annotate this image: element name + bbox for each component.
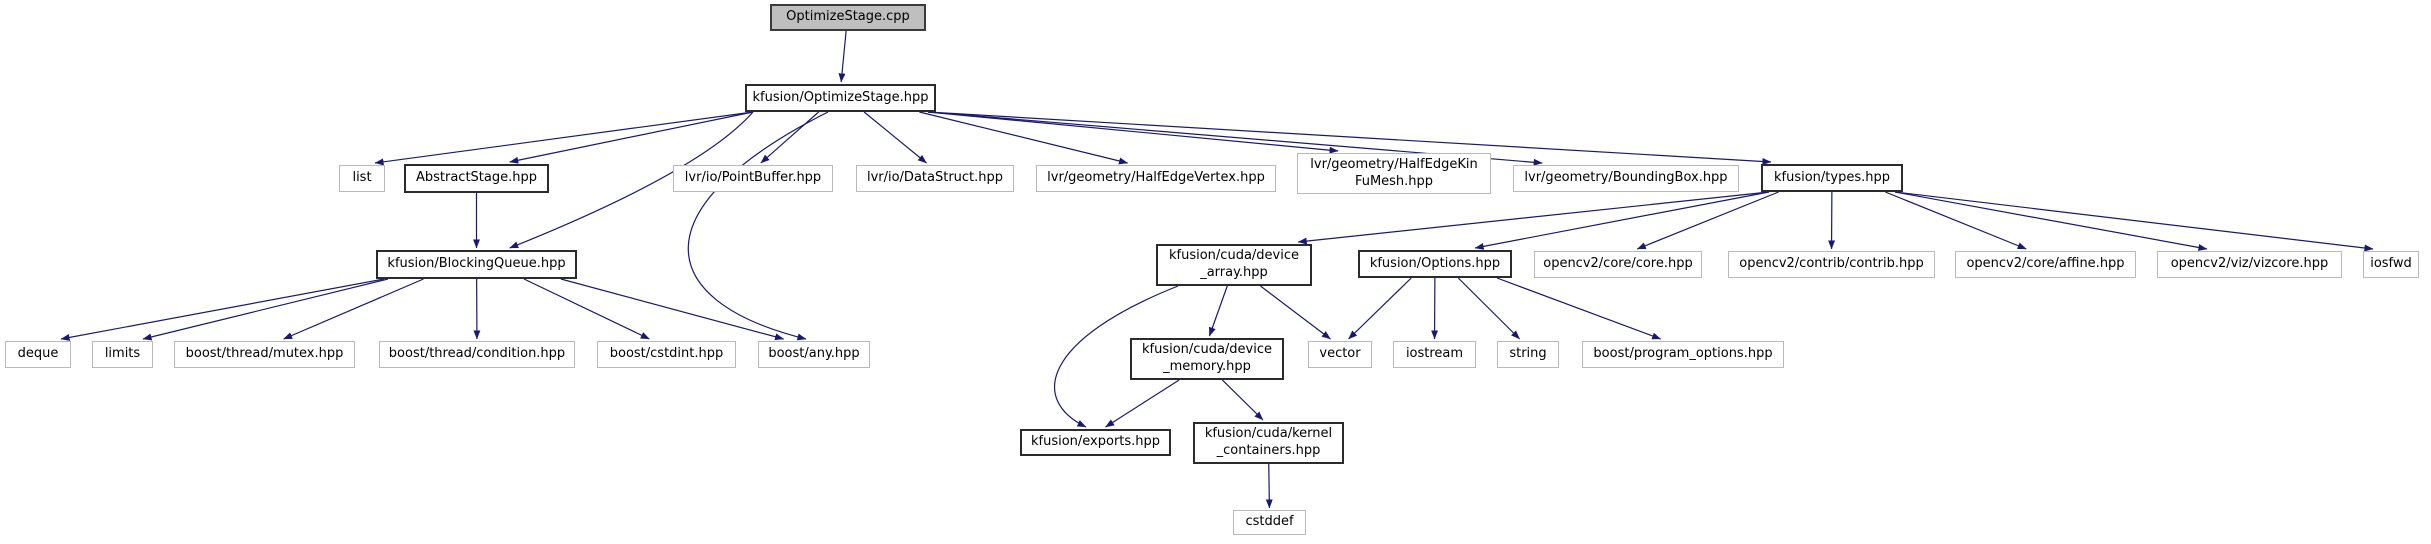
graph-node-any: boost/any.hpp: [758, 341, 870, 368]
graph-node-kernel_containers[interactable]: kfusion/cuda/kernel _containers.hpp: [1193, 422, 1344, 464]
graph-node-blockingqueue[interactable]: kfusion/BlockingQueue.hpp: [376, 250, 577, 279]
edge-types-to-iosfwd: [1894, 191, 2374, 252]
edge-types-to-options: [1474, 191, 1770, 250]
edge-options-to-string: [1457, 277, 1521, 340]
edge-optimizestage_hpp-to-halfedgekinfumesh: [927, 111, 1339, 154]
graph-node-core_core: opencv2/core/core.hpp: [1534, 251, 1702, 278]
graph-node-iostream: iostream: [1393, 341, 1476, 368]
graph-node-vector: vector: [1308, 341, 1372, 368]
graph-node-cstdint: boost/cstdint.hpp: [597, 341, 736, 368]
edge-optimizestage_hpp-to-blockingqueue: [509, 111, 754, 249]
graph-node-abstractstage[interactable]: AbstractStage.hpp: [404, 164, 549, 193]
edge-device_memory-to-kernel_containers: [1221, 379, 1264, 421]
graph-node-device_array[interactable]: kfusion/cuda/device _array.hpp: [1156, 244, 1312, 286]
graph-node-mutex: boost/thread/mutex.hpp: [174, 341, 355, 368]
edge-types-to-core_core: [1636, 191, 1779, 250]
graph-node-optimizestage_hpp[interactable]: kfusion/OptimizeStage.hpp: [745, 84, 936, 112]
edge-optimizestage_hpp-to-datastruct: [863, 111, 927, 164]
graph-node-exports[interactable]: kfusion/exports.hpp: [1020, 429, 1171, 456]
graph-node-types[interactable]: kfusion/types.hpp: [1761, 164, 1903, 192]
edge-device_array-to-exports: [1053, 285, 1179, 428]
edge-device_array-to-device_memory: [1208, 285, 1228, 337]
edge-optimizestage_hpp-to-pointbuffer: [760, 111, 820, 164]
graph-node-cstddef: cstddef: [1233, 510, 1306, 535]
edge-blockingqueue-to-cstdint: [523, 278, 650, 340]
graph-node-deque: deque: [5, 341, 71, 368]
graph-node-vizcore: opencv2/viz/vizcore.hpp: [2157, 251, 2342, 278]
edge-kernel_containers-to-cstddef: [1265, 463, 1273, 509]
graph-node-device_memory[interactable]: kfusion/cuda/device _memory.hpp: [1130, 338, 1284, 380]
graph-node-halfedgevertex: lvr/geometry/HalfEdgeVertex.hpp: [1036, 165, 1276, 192]
graph-node-iosfwd: iosfwd: [2363, 251, 2419, 278]
graph-node-program_options: boost/program_options.hpp: [1582, 341, 1784, 368]
edge-optimizestage_hpp-to-list: [374, 111, 754, 166]
edge-optimizestage_cpp-to-optimizestage_hpp: [838, 30, 847, 83]
edge-options-to-vector: [1348, 277, 1412, 340]
edge-types-to-vizcore: [1894, 191, 2208, 251]
edge-device_array-to-vector: [1260, 285, 1331, 340]
graph-node-optimizestage_cpp: OptimizeStage.cpp: [770, 4, 926, 31]
graph-node-affine: opencv2/core/affine.hpp: [1955, 251, 2136, 278]
edge-optimizestage_hpp-to-abstractstage: [509, 111, 754, 164]
edge-types-to-affine: [1885, 191, 2027, 250]
graph-node-boundingbox: lvr/geometry/BoundingBox.hpp: [1513, 165, 1739, 192]
graph-node-string: string: [1497, 341, 1559, 368]
graph-node-contrib: opencv2/contrib/contrib.hpp: [1728, 251, 1935, 278]
edge-device_memory-to-exports: [1105, 379, 1180, 428]
edge-optimizestage_hpp-to-any: [687, 111, 829, 341]
graph-node-limits: limits: [92, 341, 153, 368]
edge-blockingqueue-to-any: [560, 278, 785, 341]
edge-optimizestage_hpp-to-types: [927, 111, 1772, 165]
graph-node-datastruct: lvr/io/DataStruct.hpp: [856, 165, 1014, 192]
graph-node-pointbuffer: lvr/io/PointBuffer.hpp: [673, 165, 833, 192]
edge-types-to-device_array: [1297, 191, 1770, 245]
graph-node-options[interactable]: kfusion/Options.hpp: [1358, 250, 1512, 278]
edge-blockingqueue-to-mutex: [283, 278, 424, 340]
graph-node-halfedgekinfumesh: lvr/geometry/HalfEdgeKin FuMesh.hpp: [1297, 153, 1491, 194]
graph-node-list: list: [339, 165, 385, 192]
edge-blockingqueue-to-limits: [142, 278, 389, 341]
graph-node-condition: boost/thread/condition.hpp: [379, 341, 575, 368]
edge-options-to-program_options: [1496, 277, 1662, 340]
edge-blockingqueue-to-deque: [60, 278, 385, 341]
edge-optimizestage_hpp-to-halfedgevertex: [919, 111, 1128, 165]
